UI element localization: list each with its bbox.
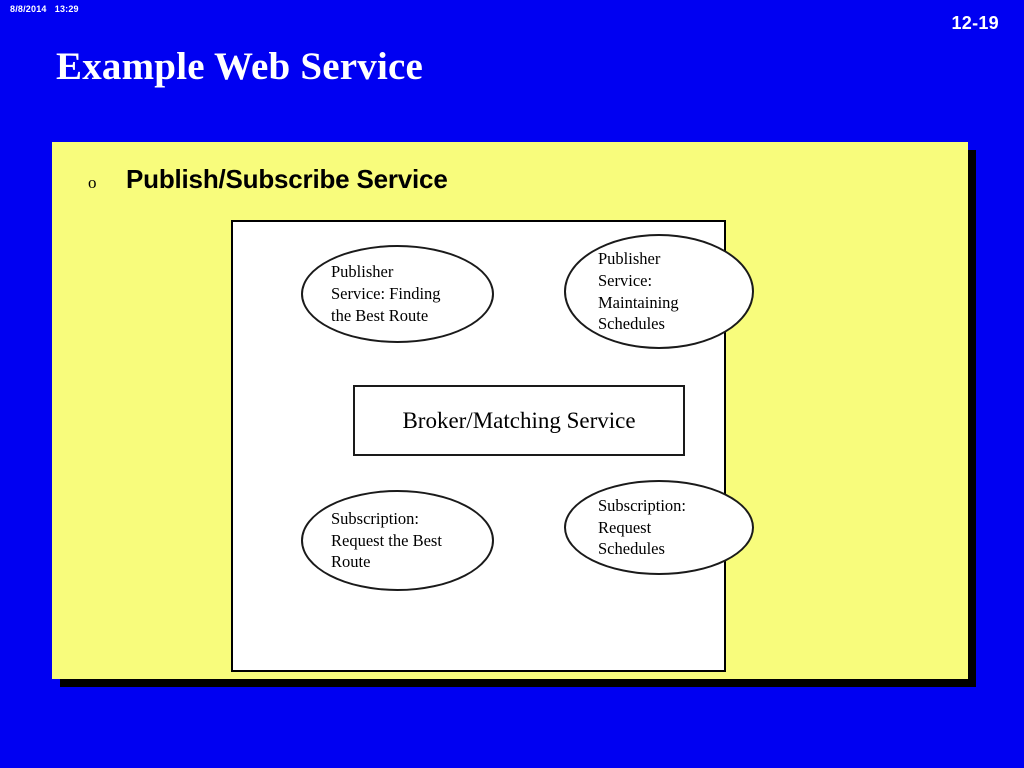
node-label: Subscription: Request Schedules <box>598 495 687 559</box>
node-subscription-request-schedules: Subscription: Request Schedules <box>564 480 754 575</box>
node-label: Broker/Matching Service <box>402 407 636 433</box>
slide-timestamp: 8/8/2014 13:29 <box>10 4 79 14</box>
node-label: Subscription: Request the Best Route <box>331 508 442 572</box>
node-broker-matching-service: Broker/Matching Service <box>353 385 685 456</box>
page-title: Example Web Service <box>56 45 424 88</box>
content-panel: o Publish/Subscribe Service Publisher Se… <box>52 142 968 679</box>
node-label: Publisher Service: Finding the Best Rout… <box>331 262 441 325</box>
bullet-marker-icon: o <box>88 173 97 192</box>
bullet-row: o Publish/Subscribe Service <box>88 164 448 195</box>
diagram-canvas: Publisher Service: Finding the Best Rout… <box>231 220 754 672</box>
bullet-label: Publish/Subscribe Service <box>126 164 448 194</box>
node-subscription-request-best-route: Subscription: Request the Best Route <box>301 490 494 591</box>
node-label: Publisher Service: Maintaining Schedules <box>598 248 679 334</box>
node-publisher-service-finding-route: Publisher Service: Finding the Best Rout… <box>301 245 494 343</box>
node-publisher-service-maintaining-schedules: Publisher Service: Maintaining Schedules <box>564 234 754 349</box>
slide-number: 12-19 <box>951 13 999 33</box>
